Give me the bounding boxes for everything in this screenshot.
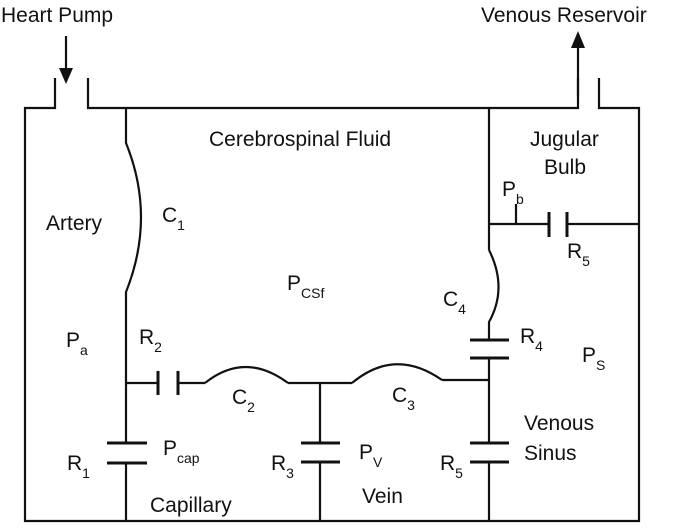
venous-sinus-label-line2: Sinus [524, 442, 577, 465]
capillary-label: Capillary [150, 494, 232, 517]
c4-wall [487, 249, 500, 340]
artery-wall-c1 [124, 108, 143, 443]
heart-pump-label: Heart Pump [1, 4, 113, 27]
artery-label: Artery [46, 212, 103, 235]
r3-symbol: R3 [271, 452, 294, 481]
pb-symbol: Pb [502, 178, 524, 207]
pcap-symbol: Pcap [163, 437, 200, 466]
venous-sinus-label-line1: Venous [524, 412, 594, 435]
venous-reservoir-label: Venous Reservoir [481, 4, 647, 27]
ps-symbol: PS [582, 344, 605, 373]
inflow-arrow-icon [59, 68, 73, 84]
r2-symbol: R2 [139, 326, 162, 355]
c2-symbol: C2 [232, 386, 255, 415]
c1-symbol: C1 [162, 204, 185, 233]
r5-top-symbol: R5 [567, 240, 590, 269]
c4-symbol: C4 [443, 288, 466, 317]
pcsf-symbol: PCSf [287, 272, 324, 301]
pa-symbol: Pa [66, 329, 88, 358]
r1-symbol: R1 [67, 452, 90, 481]
r5-bottom-symbol: R5 [440, 452, 463, 481]
outflow-arrow-icon [571, 31, 585, 48]
r4-symbol: R4 [520, 325, 543, 354]
jugular-label-line2: Bulb [544, 156, 586, 179]
vein-label: Vein [362, 485, 403, 508]
pv-symbol: PV [359, 441, 383, 470]
c2-arc [204, 365, 289, 384]
csf-label: Cerebrospinal Fluid [209, 128, 391, 151]
jugular-label-line1: Jugular [530, 128, 599, 151]
c3-symbol: C3 [392, 384, 415, 413]
c3-arc [351, 363, 443, 384]
